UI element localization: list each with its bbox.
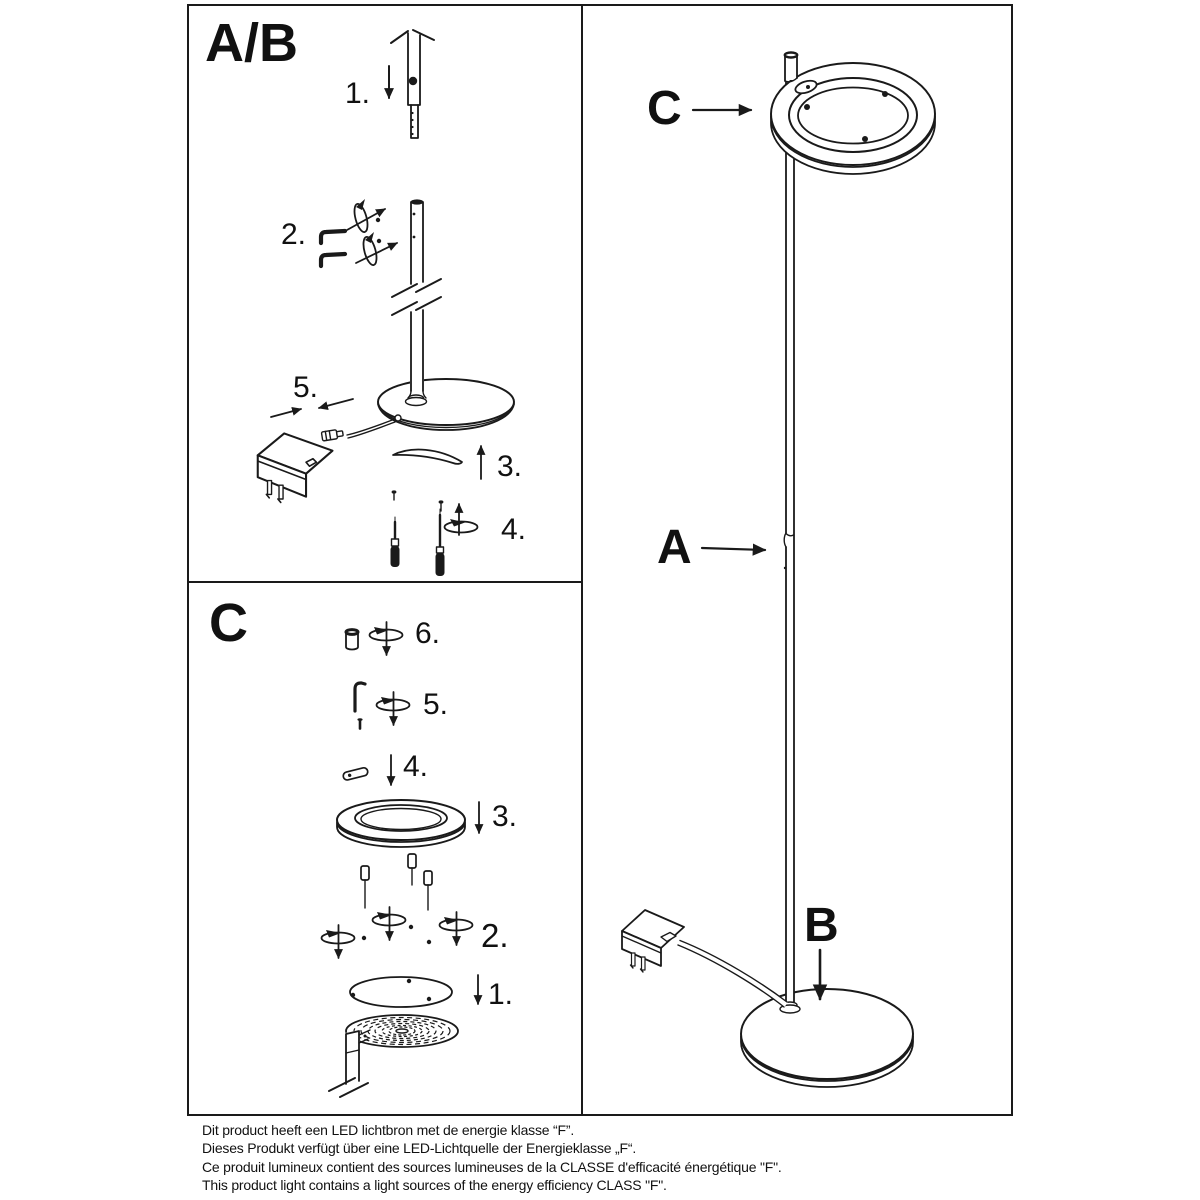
link-part [342, 766, 369, 781]
ab-step-4-number: 4. [501, 513, 526, 546]
break-lines-icon [391, 278, 442, 298]
rotate-arrow-icon [438, 911, 474, 946]
connect-arrow-icon [270, 406, 302, 418]
ab-step-4: 4. [390, 490, 526, 576]
rotate-arrow-icon [368, 621, 404, 656]
base-label-text: B [804, 899, 839, 952]
note-english: This product light contains a light sour… [202, 1176, 667, 1193]
bolt-icon [423, 870, 433, 911]
head-hinge [783, 51, 818, 95]
label-base: B [804, 899, 839, 1001]
ab-step-3: 3. [392, 445, 522, 483]
c-step-4-number: 4. [403, 750, 428, 783]
pointer-arrow-icon [700, 543, 767, 556]
lamp-pole [783, 79, 795, 1006]
c-step-3-number: 3. [492, 800, 517, 833]
head-label-text: C [647, 82, 682, 135]
rotate-arrow-icon [375, 691, 411, 726]
bolt-icon [360, 865, 370, 909]
pole-label-text: A [657, 521, 692, 574]
screw-icon [391, 490, 397, 501]
allen-key-icon [318, 251, 348, 269]
panel-steps-ab: A/B 1. 2. [187, 4, 583, 583]
power-cord [677, 939, 788, 1008]
rotate-arrow-icon [346, 199, 386, 233]
screwdriver-icon [390, 516, 400, 567]
ab-step-2-number: 2. [281, 218, 306, 251]
pole-joint-seam [783, 532, 787, 548]
ab-step-2: 2. [281, 199, 442, 316]
note-german: Dieses Produkt verfügt über eine LED-Lic… [202, 1140, 637, 1157]
panel-c-title: C [209, 593, 248, 653]
rotate-arrow-icon [371, 906, 407, 941]
led-module-diagram [328, 1014, 459, 1098]
power-cable [347, 421, 396, 439]
rotate-arrow-icon [355, 232, 398, 266]
power-adapter-icon [256, 432, 334, 504]
mount-pole [345, 1029, 371, 1085]
ab-step-5: 5. [256, 371, 396, 504]
lamp-base [740, 988, 914, 1088]
label-pole: A [657, 521, 767, 574]
panel-ab-title: A/B [205, 13, 298, 73]
grub-screw-icon [357, 718, 363, 730]
note-dutch: Dit product heeft een LED lichtbron met … [202, 1122, 575, 1138]
c-step-6-number: 6. [415, 617, 440, 650]
note-french: Ce produit lumineux contient des sources… [202, 1158, 782, 1175]
cable-plug-icon [320, 429, 344, 442]
panel-steps-c: C 6. 5. [187, 581, 583, 1116]
pole-mid-section [391, 199, 442, 316]
screw-icon [438, 500, 444, 512]
energy-label-notes: Dit product heeft een LED lichtbron met … [202, 1121, 982, 1194]
ab-step-3-number: 3. [497, 450, 522, 483]
base-diagram [377, 309, 515, 431]
c-step-4: 4. [342, 750, 428, 786]
sleeve-part [344, 628, 360, 651]
c-step-2: 2. [320, 853, 509, 959]
rotate-arrow-icon [320, 924, 356, 959]
cable-socket [394, 414, 402, 422]
cover-wedge-part [392, 448, 463, 465]
break-lines-icon [328, 1077, 369, 1098]
c-step-6: 6. [344, 617, 440, 656]
ab-step-1-number: 1. [345, 77, 370, 110]
lock-button-icon [408, 76, 418, 86]
cover-plate-part [349, 976, 453, 1008]
ab-step-1: 1. [345, 29, 435, 139]
c-step-1: 1. [349, 974, 513, 1011]
bolt-icon [407, 853, 417, 886]
rotate-arrow-icon [443, 503, 479, 536]
allen-key-icon [353, 681, 367, 713]
trim-ring-part [336, 799, 466, 848]
label-head: C [647, 82, 753, 135]
c-step-5: 5. [353, 681, 448, 730]
connect-arrow-icon [318, 398, 354, 411]
c-step-1-number: 1. [488, 978, 513, 1011]
allen-key-icon [318, 228, 348, 246]
c-step-5-number: 5. [423, 688, 448, 721]
ab-step-5-number: 5. [293, 371, 318, 404]
c-step-2-number: 2. [481, 917, 509, 954]
panel-overview: C A B [581, 4, 1013, 1116]
screwdriver-icon [435, 508, 445, 576]
pole-upper-section [390, 29, 435, 139]
power-adapter-icon [621, 909, 685, 973]
c-step-3: 3. [336, 799, 517, 848]
